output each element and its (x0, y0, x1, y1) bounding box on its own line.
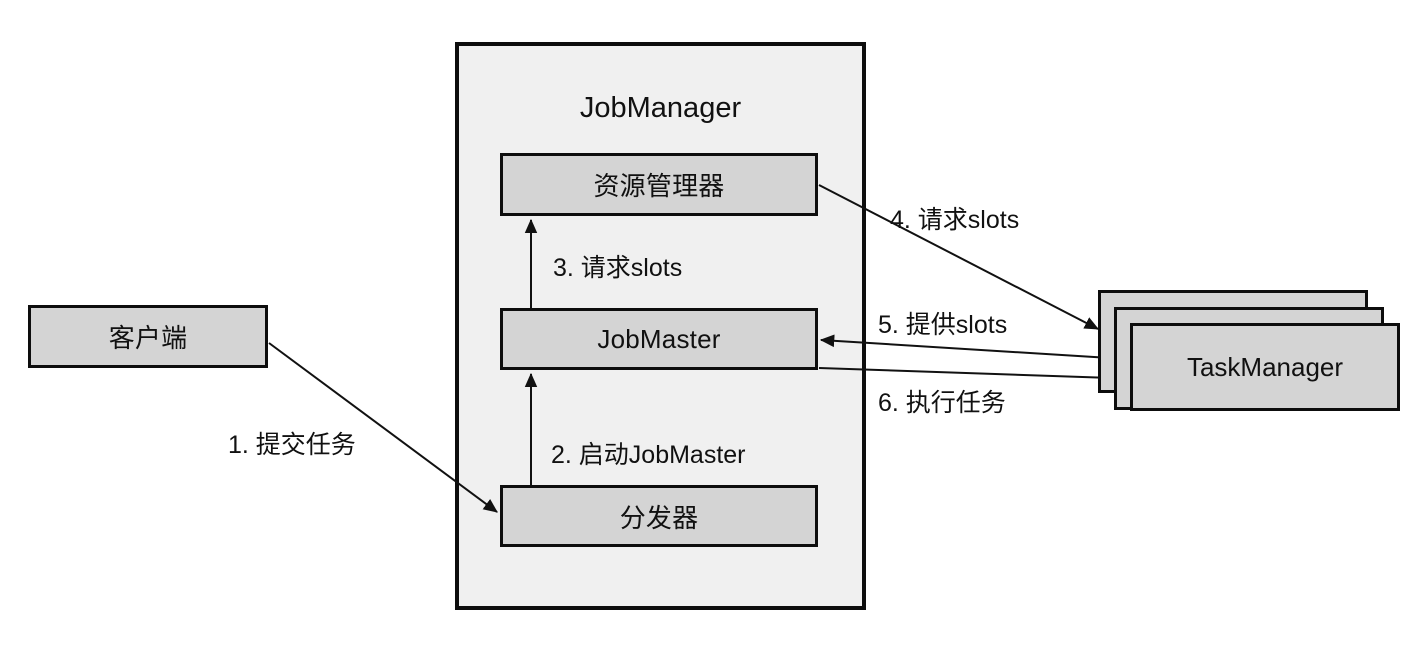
node-dispatcher[interactable]: 分发器 (500, 485, 818, 547)
edge-label-request-slots-internal: 3. 请求slots (553, 254, 683, 282)
node-job-master[interactable]: JobMaster (500, 308, 818, 370)
node-client-label: 客户端 (108, 323, 188, 353)
node-client[interactable]: 客户端 (28, 305, 268, 368)
jobmanager-title: JobManager (579, 92, 742, 124)
node-dispatcher-label: 分发器 (619, 502, 699, 533)
node-job-master-label: JobMaster (597, 323, 721, 354)
edge-label-execute-task: 6. 执行任务 (878, 389, 1006, 417)
edge-label-start-jobmaster: 2. 启动JobMaster (551, 441, 746, 469)
node-task-manager-label: TaskManager (1186, 351, 1344, 382)
edge-label-offer-slots: 5. 提供slots (878, 311, 1008, 339)
node-resource-manager[interactable]: 资源管理器 (500, 153, 818, 216)
edge-label-request-slots-taskmanager: 4. 请求slots (890, 206, 1020, 234)
node-resource-manager-label: 资源管理器 (593, 171, 725, 201)
edge-label-submit-job: 1. 提交任务 (228, 431, 356, 459)
node-task-manager[interactable]: TaskManager (1130, 323, 1400, 411)
